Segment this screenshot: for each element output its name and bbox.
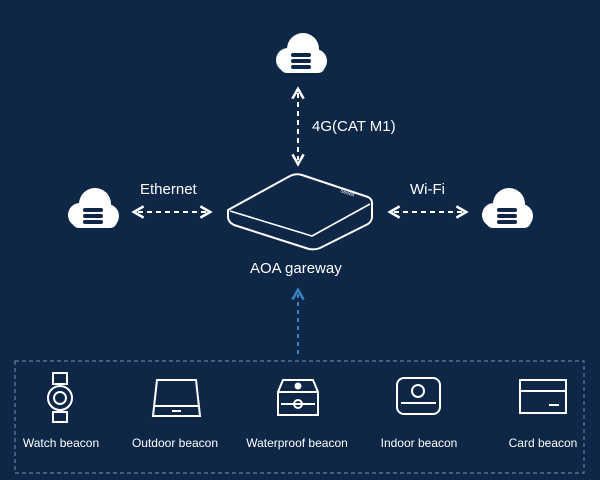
card-beacon-icon <box>519 379 567 414</box>
gateway-brand-mark: Seeed <box>339 188 355 198</box>
waterproof-beacon-icon <box>277 379 319 416</box>
indoor-beacon-icon <box>396 377 441 415</box>
watch-beacon-icon <box>47 372 73 423</box>
link-label-wifi: Wi-Fi <box>410 181 445 198</box>
beacon-label-watch: Watch beacon <box>22 436 100 450</box>
outdoor-beacon-icon <box>151 379 202 417</box>
gateway-label: AOA gareway <box>250 260 342 277</box>
beacon-label-waterproof: Waterproof beacon <box>246 436 348 450</box>
gateway-device-icon: Seeed <box>227 173 373 251</box>
beacon-label-indoor: Indoor beacon <box>380 436 458 450</box>
cloud-server-icon-left <box>68 188 119 228</box>
link-label-4g: 4G(CAT M1) <box>312 118 396 135</box>
beacon-label-outdoor: Outdoor beacon <box>131 436 219 450</box>
cloud-server-icon-top <box>276 33 327 73</box>
cloud-server-icon-right <box>482 188 533 228</box>
link-label-ethernet: Ethernet <box>140 181 197 198</box>
beacon-group-border <box>14 360 585 474</box>
beacon-label-card: Card beacon <box>508 436 578 450</box>
